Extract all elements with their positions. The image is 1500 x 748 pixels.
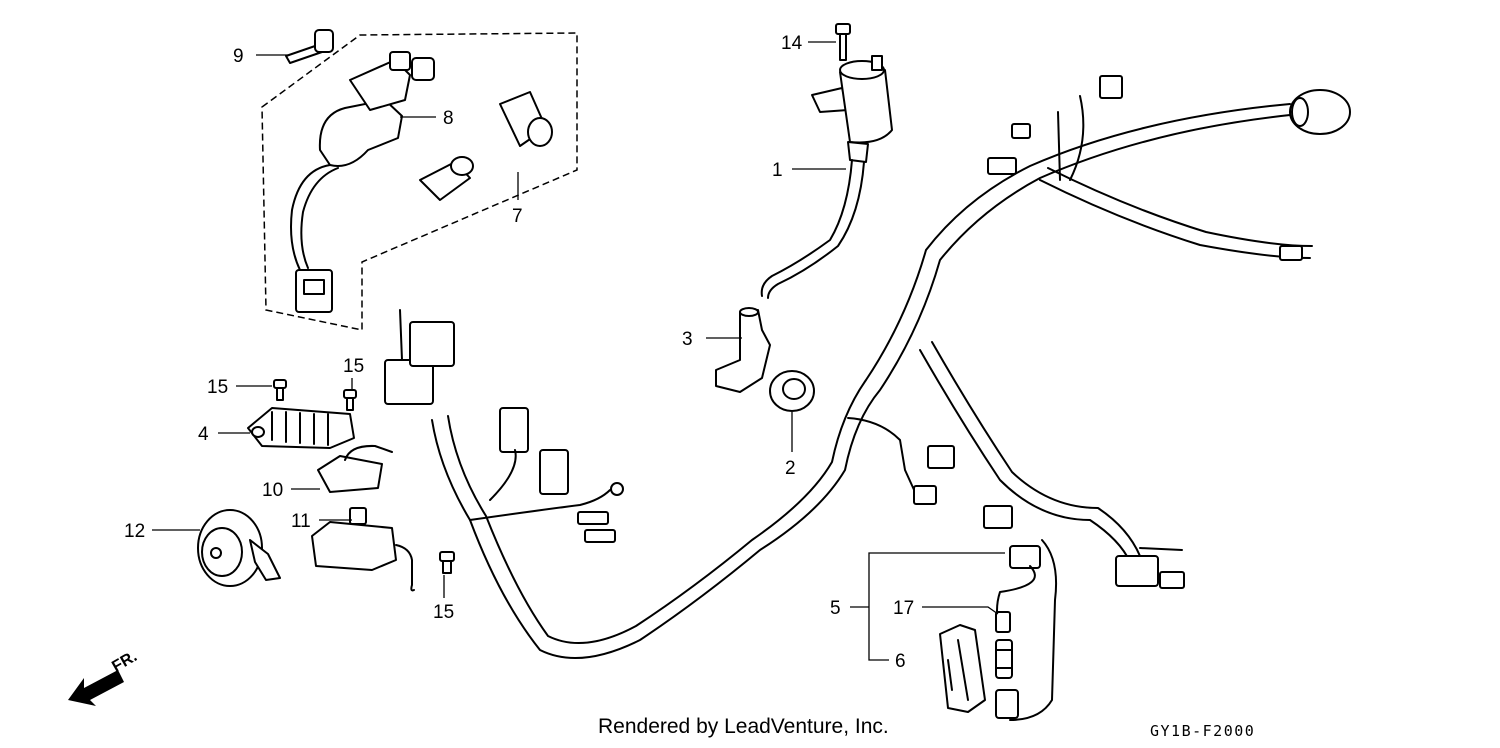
callout-15-right[interactable]: 15 — [343, 356, 364, 377]
ignition-coil-part-1[interactable] — [760, 55, 893, 299]
ignition-kit-group-outline — [261, 32, 578, 331]
callout-14[interactable]: 14 — [781, 33, 803, 54]
fuse-box-part-6[interactable] — [939, 624, 986, 713]
callout-15-lower[interactable]: 15 — [433, 602, 454, 623]
callout-1[interactable]: 1 — [772, 160, 783, 181]
callout-15-left[interactable]: 15 — [207, 377, 228, 398]
callout-4[interactable]: 4 — [198, 424, 209, 445]
spark-plug-cap-part-3[interactable] — [715, 307, 771, 393]
callout-11[interactable]: 11 — [291, 511, 311, 532]
grommet-part-2[interactable] — [769, 370, 815, 412]
callout-7[interactable]: 7 — [512, 206, 523, 227]
screw-part-15-upper-left[interactable] — [273, 379, 287, 401]
callout-leader-lines — [152, 41, 1005, 661]
screw-part-15-lower[interactable] — [439, 551, 455, 574]
regulator-rectifier-part-4[interactable] — [247, 407, 355, 449]
diagram-code: GY1B-F2000 — [1150, 722, 1256, 740]
callout-6[interactable]: 6 — [895, 651, 906, 672]
direction-label: FR. — [109, 648, 140, 676]
credit-text: Rendered by LeadVenture, Inc. — [598, 715, 889, 738]
key-part-9[interactable] — [285, 29, 334, 64]
front-direction-arrow-icon: FR. — [68, 648, 140, 706]
callout-10[interactable]: 10 — [262, 480, 283, 501]
callout-labels: 9 8 7 1 14 3 2 15 15 4 10 11 12 15 5 17 … — [124, 33, 914, 672]
flasher-unit-part-11[interactable] — [311, 507, 415, 592]
relay-part-10[interactable] — [317, 444, 393, 493]
horn-part-12[interactable] — [197, 509, 281, 587]
callout-2[interactable]: 2 — [785, 458, 796, 479]
callout-17[interactable]: 17 — [893, 598, 914, 619]
callout-5[interactable]: 5 — [830, 598, 841, 619]
bolt-part-14[interactable] — [835, 23, 851, 61]
callout-3[interactable]: 3 — [682, 329, 693, 350]
fuse-holder-part-5[interactable] — [995, 539, 1058, 721]
screw-part-15-upper-right[interactable] — [343, 389, 357, 411]
fuse-part-17[interactable] — [995, 611, 1013, 679]
callout-8[interactable]: 8 — [443, 108, 454, 129]
lock-cylinder-set-part-7[interactable] — [419, 91, 553, 201]
main-wiring-harness[interactable] — [384, 75, 1351, 659]
callout-9[interactable]: 9 — [233, 46, 244, 67]
callout-12[interactable]: 12 — [124, 521, 145, 542]
ignition-switch-part-8[interactable] — [290, 51, 435, 313]
